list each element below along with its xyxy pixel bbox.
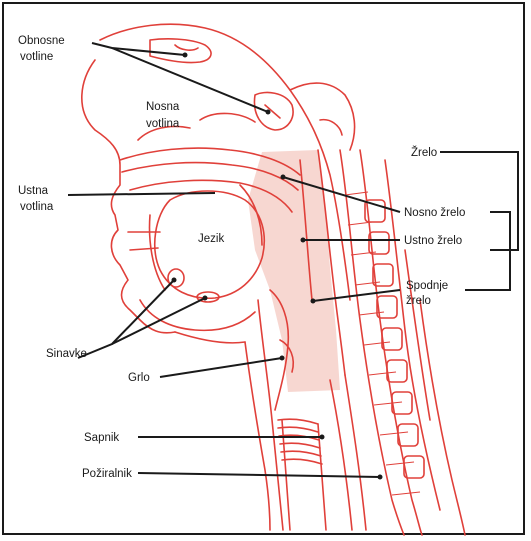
label-jezik: Jezik (198, 233, 224, 245)
label-spodnje-zrelo-line1: Spodnje (406, 280, 448, 292)
label-ustno-zrelo: Ustno žrelo (404, 235, 462, 247)
label-grlo: Grlo (128, 372, 150, 384)
label-sinavke: Sinavke (46, 348, 87, 360)
label-obnosne-votline-line2: votline (20, 51, 53, 63)
label-pozirainik: Požiralnik (82, 468, 132, 480)
label-sapnik: Sapnik (84, 432, 119, 444)
label-zrelo: Žrelo (411, 146, 437, 159)
label-nosna-votlina-line1: Nosna (146, 101, 180, 113)
label-nosna-votlina-line2: votlina (146, 118, 180, 130)
label-nosno-zrelo: Nosno žrelo (404, 207, 465, 219)
label-obnosne-votline-line1: Obnosne (18, 35, 65, 47)
label-spodnje-zrelo-line2: žrelo (406, 295, 431, 307)
label-ustna-votlina-line1: Ustna (18, 185, 49, 197)
label-ustna-votlina-line2: votlina (20, 201, 54, 213)
